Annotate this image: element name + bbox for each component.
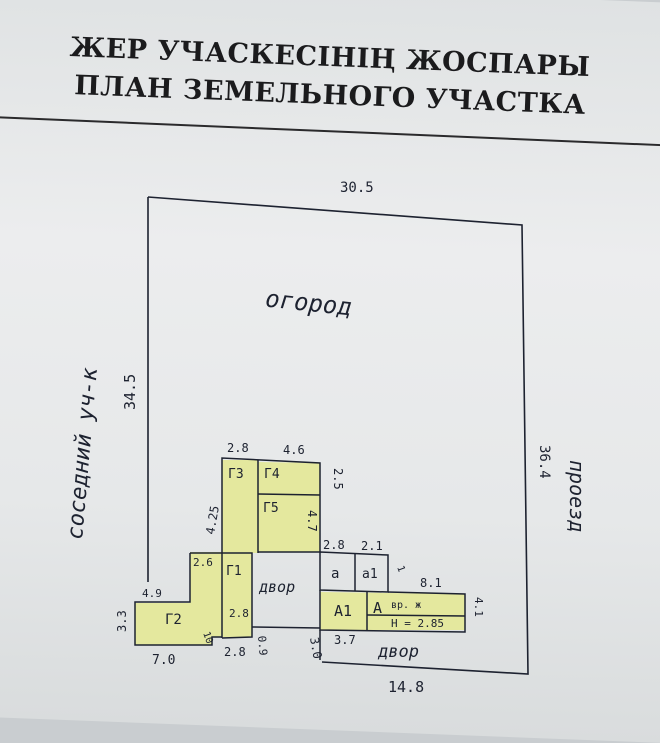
label-neighbor: соседний уч-к <box>63 366 103 540</box>
room-g4: Г4 <box>264 467 280 482</box>
room-a1: а1 <box>362 567 378 582</box>
label-garden: огород <box>264 284 353 321</box>
dim-2-8-bottom: 2.8 <box>224 645 246 659</box>
dim-4-6: 4.6 <box>283 443 305 457</box>
room-g2: Г2 <box>165 612 182 628</box>
land-plan-drawing: 30.5 34.5 36.4 14.8 огород соседний уч-к… <box>63 180 589 696</box>
building-highlight <box>135 460 465 645</box>
dim-2-8-mid: 2.8 <box>323 538 345 552</box>
room-A: А <box>373 599 382 617</box>
building-outline <box>134 457 466 660</box>
room-a: а <box>331 566 339 582</box>
label-yard-outer: двор <box>377 642 419 662</box>
height-note-1: вр. ж <box>391 600 421 611</box>
room-g1: Г1 <box>226 564 242 579</box>
label-yard-inner: двор <box>258 578 295 596</box>
dim-2-1: 2.1 <box>361 539 383 553</box>
dim-0-9: 0.9 <box>255 635 270 656</box>
dim-1: 1 <box>394 564 406 573</box>
dim-2-8-g1: 2.8 <box>229 607 249 620</box>
dim-4-7: 4.7 <box>305 510 319 532</box>
dim-10: 10 <box>200 630 214 645</box>
room-A1: А1 <box>334 602 352 620</box>
room-g3: Г3 <box>228 467 244 482</box>
dim-3-7: 3.7 <box>334 633 356 647</box>
dim-4-25: 4.25 <box>203 505 222 536</box>
dim-4-1: 4.1 <box>472 597 485 617</box>
plot-boundary <box>147 196 529 675</box>
dim-8-1: 8.1 <box>420 576 442 590</box>
dim-4-9: 4.9 <box>142 587 162 600</box>
dim-top: 30.5 <box>340 180 374 196</box>
dim-7-0: 7.0 <box>152 653 175 668</box>
dim-bottom: 14.8 <box>388 678 424 696</box>
dim-2-6: 2.6 <box>193 556 213 569</box>
label-passage: проезд <box>565 460 589 532</box>
height-note-2: Н = 2.85 <box>391 617 444 630</box>
dim-3-3: 3.3 <box>115 610 129 632</box>
room-g5: Г5 <box>263 501 279 516</box>
dim-right: 36.4 <box>536 445 552 479</box>
dim-left: 34.5 <box>121 374 139 410</box>
dim-2-5: 2.5 <box>331 468 345 490</box>
dim-3-0: 3.0 <box>307 636 325 660</box>
dim-2-8-top: 2.8 <box>227 441 249 455</box>
